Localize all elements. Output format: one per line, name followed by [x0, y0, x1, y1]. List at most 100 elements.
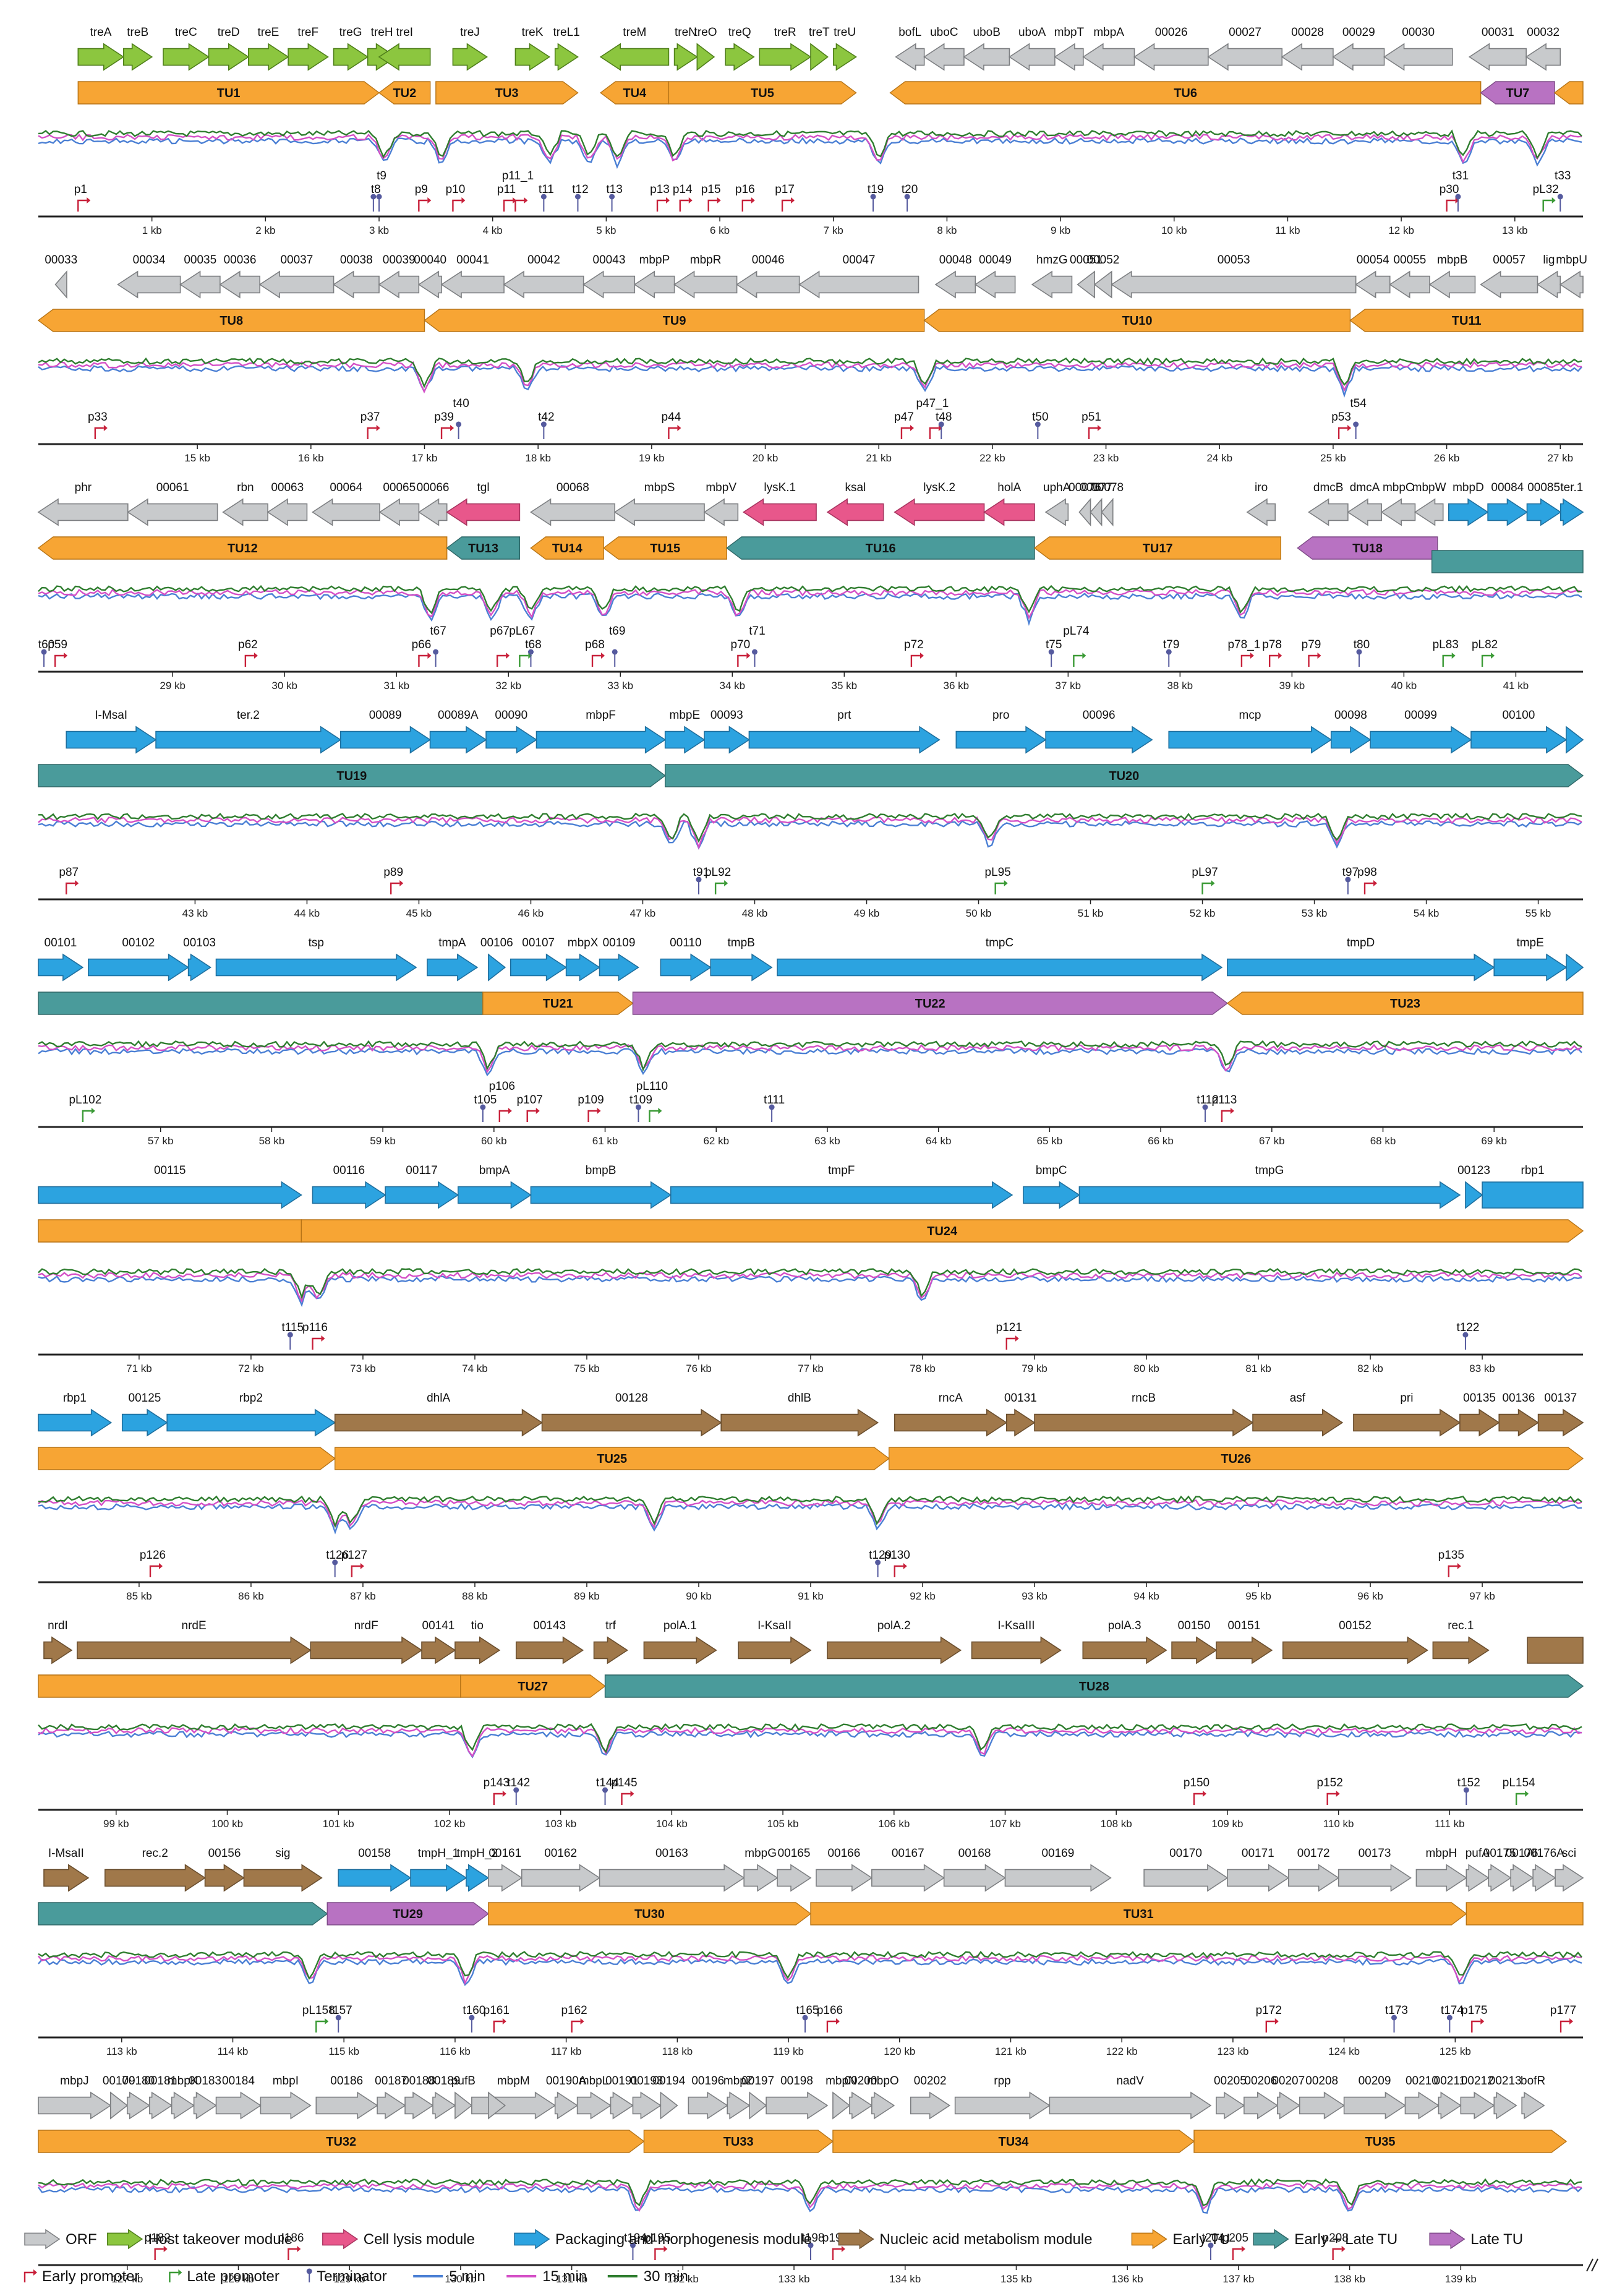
gene-arrow[interactable] — [1031, 270, 1073, 299]
gene-arrow[interactable] — [1510, 1864, 1534, 1892]
gene-arrow[interactable] — [1525, 43, 1561, 71]
gene-arrow[interactable] — [1077, 270, 1095, 299]
gene-arrow[interactable] — [1227, 1864, 1290, 1892]
gene-arrow[interactable] — [910, 2091, 951, 2120]
gene-arrow[interactable] — [471, 2091, 557, 2120]
gene-arrow[interactable] — [1332, 43, 1385, 71]
gene-arrow[interactable] — [1216, 1636, 1273, 1664]
gene-arrow[interactable] — [121, 1408, 168, 1437]
tu-arrow[interactable] — [604, 1674, 1584, 1698]
gene-arrow[interactable] — [1227, 953, 1495, 982]
gene-arrow[interactable] — [1470, 726, 1568, 754]
gene-arrow[interactable] — [599, 1864, 745, 1892]
tu-arrow[interactable] — [832, 2130, 1195, 2153]
tu-arrow[interactable] — [38, 1902, 328, 1925]
gene-arrow[interactable] — [530, 498, 616, 526]
gene-arrow[interactable] — [333, 43, 369, 71]
gene-arrow[interactable] — [1432, 1636, 1490, 1664]
tu-arrow[interactable] — [726, 536, 1035, 560]
gene-arrow[interactable] — [488, 2091, 506, 2120]
gene-arrow[interactable] — [1560, 498, 1584, 526]
gene-arrow[interactable] — [377, 2091, 406, 2120]
gene-arrow[interactable] — [1045, 726, 1153, 754]
gene-arrow[interactable] — [222, 498, 268, 526]
tu-arrow[interactable] — [889, 1447, 1584, 1470]
gene-arrow[interactable] — [954, 2091, 1051, 2120]
gene-arrow[interactable] — [440, 270, 505, 299]
gene-arrow[interactable] — [126, 2091, 151, 2120]
gene-arrow[interactable] — [1438, 2091, 1462, 2120]
gene-arrow[interactable] — [1308, 498, 1349, 526]
gene-arrow[interactable] — [446, 498, 521, 526]
gene-arrow[interactable] — [404, 2091, 434, 2120]
gene-arrow[interactable] — [1527, 1637, 1584, 1664]
gene-arrow[interactable] — [77, 1636, 312, 1664]
gene-arrow[interactable] — [934, 270, 976, 299]
gene-arrow[interactable] — [77, 43, 125, 71]
gene-arrow[interactable] — [88, 953, 190, 982]
gene-arrow[interactable] — [1168, 726, 1333, 754]
gene-arrow[interactable] — [248, 43, 289, 71]
tu-arrow[interactable] — [810, 1902, 1467, 1925]
gene-arrow[interactable] — [427, 953, 479, 982]
gene-arrow[interactable] — [155, 726, 342, 754]
gene-arrow[interactable] — [378, 498, 420, 526]
gene-arrow[interactable] — [688, 2091, 728, 2120]
gene-arrow[interactable] — [1482, 1181, 1584, 1209]
tu-arrow[interactable] — [1349, 309, 1584, 332]
gene-arrow[interactable] — [827, 1636, 962, 1664]
gene-arrow[interactable] — [1466, 1864, 1490, 1892]
gene-arrow[interactable] — [1143, 1864, 1229, 1892]
gene-arrow[interactable] — [466, 1864, 490, 1892]
gene-arrow[interactable] — [378, 270, 420, 299]
gene-arrow[interactable] — [385, 1181, 459, 1209]
gene-arrow[interactable] — [1004, 1864, 1112, 1892]
gene-arrow[interactable] — [310, 1636, 423, 1664]
gene-arrow[interactable] — [1404, 2091, 1440, 2120]
gene-arrow[interactable] — [1005, 1408, 1036, 1437]
gene-arrow[interactable] — [736, 270, 800, 299]
tu-arrow[interactable] — [446, 536, 521, 560]
tu-arrow[interactable] — [1480, 81, 1555, 105]
gene-arrow[interactable] — [148, 2091, 173, 2120]
gene-arrow[interactable] — [1532, 1864, 1556, 1892]
gene-arrow[interactable] — [923, 43, 965, 71]
gene-arrow[interactable] — [312, 1181, 386, 1209]
gene-arrow[interactable] — [963, 43, 1010, 71]
tu-arrow[interactable] — [435, 81, 579, 105]
gene-arrow[interactable] — [514, 43, 551, 71]
gene-arrow[interactable] — [894, 1408, 1008, 1437]
tu-arrow[interactable] — [482, 992, 634, 1015]
gene-arrow[interactable] — [1383, 43, 1453, 71]
gene-arrow[interactable] — [38, 953, 84, 982]
gene-arrow[interactable] — [204, 1864, 245, 1892]
gene-arrow[interactable] — [1282, 1636, 1428, 1664]
gene-arrow[interactable] — [871, 1864, 945, 1892]
gene-arrow[interactable] — [983, 498, 1035, 526]
gene-arrow[interactable] — [871, 2091, 895, 2120]
tu-arrow[interactable] — [1226, 992, 1584, 1015]
gene-arrow[interactable] — [660, 953, 712, 982]
gene-arrow[interactable] — [1343, 2091, 1406, 2120]
gene-arrow[interactable] — [1044, 498, 1069, 526]
gene-arrow[interactable] — [670, 1181, 1013, 1209]
gene-arrow[interactable] — [613, 498, 705, 526]
gene-arrow[interactable] — [1034, 1408, 1254, 1437]
gene-arrow[interactable] — [660, 2091, 678, 2120]
gene-arrow[interactable] — [122, 43, 153, 71]
gene-arrow[interactable] — [333, 270, 380, 299]
gene-arrow[interactable] — [378, 43, 431, 71]
gene-arrow[interactable] — [43, 1864, 90, 1892]
gene-arrow[interactable] — [743, 1864, 779, 1892]
gene-arrow[interactable] — [1566, 726, 1584, 754]
gene-arrow[interactable] — [554, 2091, 579, 2120]
gene-arrow[interactable] — [258, 270, 335, 299]
tu-arrow[interactable] — [1193, 2130, 1568, 2153]
tu-arrow[interactable] — [38, 1219, 302, 1243]
gene-arrow[interactable] — [1287, 1864, 1340, 1892]
gene-arrow[interactable] — [599, 43, 670, 71]
gene-arrow[interactable] — [943, 1864, 1006, 1892]
gene-arrow[interactable] — [166, 1408, 336, 1437]
gene-arrow[interactable] — [593, 1636, 628, 1664]
tu-arrow[interactable] — [38, 1674, 461, 1698]
